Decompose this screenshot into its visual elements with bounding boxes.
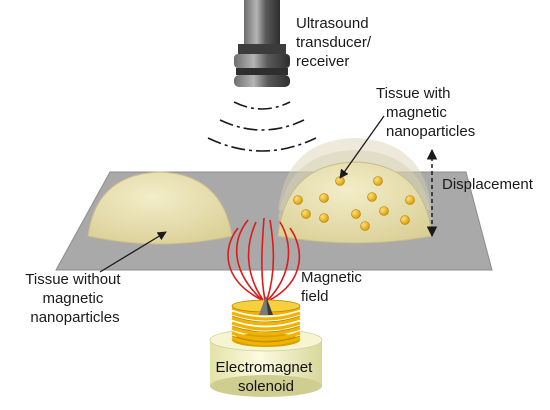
- pointer-tissue-with: [339, 115, 385, 179]
- ultrasound-transducer-icon: [234, 0, 290, 87]
- label-ultrasound-transducer: Ultrasound transducer/ receiver: [296, 15, 375, 70]
- nanoparticles: [293, 176, 415, 231]
- magnetic-field-lines: [227, 217, 301, 301]
- label-tissue-without-nanoparticles: Tissue without magnetic nanoparticles: [25, 271, 125, 326]
- tissue-dome-plain: [87, 171, 233, 245]
- label-tissue-with-nanoparticles: Tissue with magnetic nanoparticles: [376, 85, 475, 140]
- electromagnet-solenoid-icon: [209, 296, 323, 397]
- tissue-dome-with-particles: [277, 138, 433, 244]
- label-magnetic-field: Magnetic field: [301, 269, 366, 305]
- label-electromagnet-solenoid: Electromagnet solenoid: [216, 359, 317, 395]
- pointer-tissue-without: [99, 231, 167, 273]
- ultrasound-waves: [207, 101, 317, 152]
- label-displacement: Displacement: [442, 176, 534, 193]
